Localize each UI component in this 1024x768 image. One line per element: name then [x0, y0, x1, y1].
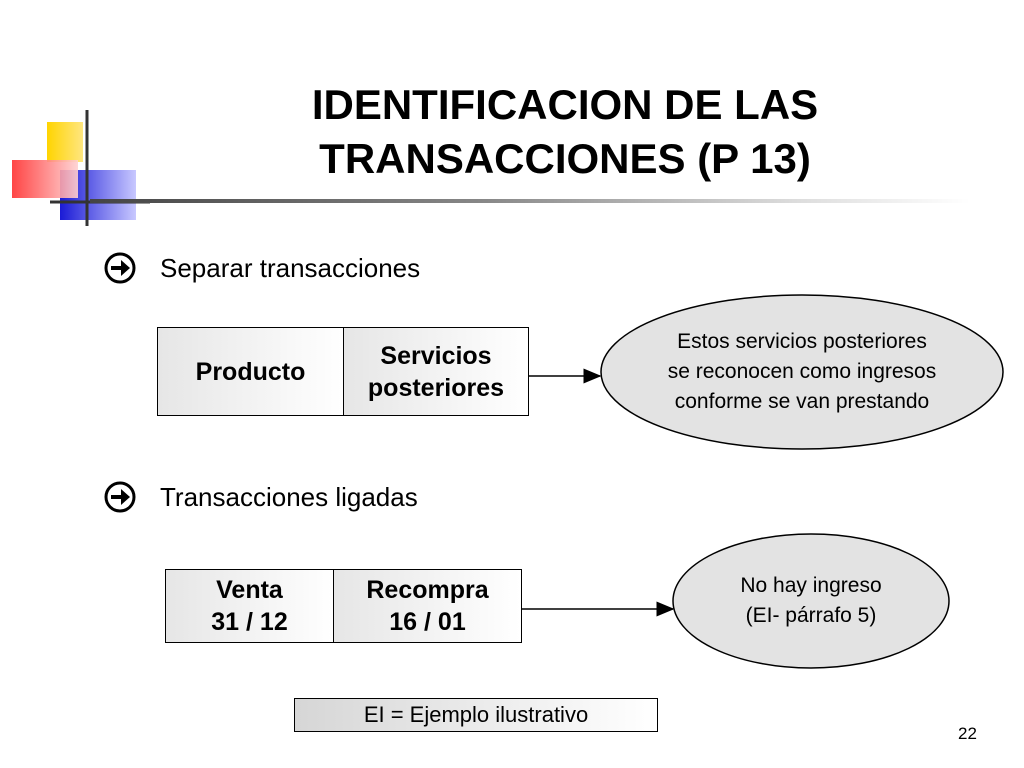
cell-recompra-line2: 16 / 01: [389, 608, 466, 636]
note-servicios-line3: conforme se van prestando: [674, 390, 930, 413]
bullet-arrow-icon: [103, 480, 137, 514]
cell-recompra-line1: Recompra: [366, 576, 489, 604]
note-no-ingreso-line2: (EI- párrafo 5): [745, 604, 877, 627]
cell-servicios-line2: posteriores: [367, 373, 505, 402]
decorative-logo: [0, 100, 150, 230]
title-line-2: TRANSACCIONES (P 13): [319, 135, 811, 182]
cell-recompra: Recompra 16 / 01: [333, 570, 521, 642]
box-producto-servicios: Producto Servicios posteriores: [157, 327, 529, 416]
page-title: IDENTIFICACION DE LAS TRANSACCIONES (P 1…: [240, 78, 890, 186]
cell-venta-line2: 31 / 12: [211, 608, 288, 636]
cell-venta: Venta 31 / 12: [166, 570, 333, 642]
cell-producto: Producto: [158, 328, 343, 415]
cell-servicios-line1: Servicios: [380, 341, 492, 370]
note-servicios-line1: Estos servicios posteriores: [677, 330, 927, 353]
cell-producto-label: Producto: [195, 357, 306, 386]
note-servicios-line2: se reconocen como ingresos: [667, 360, 937, 383]
legend-ei: EI = Ejemplo ilustrativo: [294, 698, 658, 732]
note-ellipse-1: [600, 294, 1004, 450]
bullet-ligadas: Transacciones ligadas: [160, 482, 418, 512]
note-ellipse-2: [672, 533, 950, 669]
title-line-1: IDENTIFICACION DE LAS: [311, 81, 819, 128]
box-venta-recompra: Venta 31 / 12 Recompra 16 / 01: [165, 569, 522, 643]
cell-venta-line1: Venta: [216, 576, 283, 604]
cell-servicios: Servicios posteriores: [343, 328, 528, 415]
page-number: 22: [958, 724, 977, 743]
note-no-ingreso: No hay ingreso (EI- párrafo 5): [673, 571, 949, 631]
bullet-arrow-icon: [103, 251, 137, 285]
note-servicios: Estos servicios posteriores se reconocen…: [602, 327, 1002, 417]
colored-squares-icon: [12, 110, 150, 226]
bullet-separar: Separar transacciones: [160, 253, 421, 283]
note-no-ingreso-line1: No hay ingreso: [740, 574, 882, 597]
title-underline: [90, 199, 970, 203]
